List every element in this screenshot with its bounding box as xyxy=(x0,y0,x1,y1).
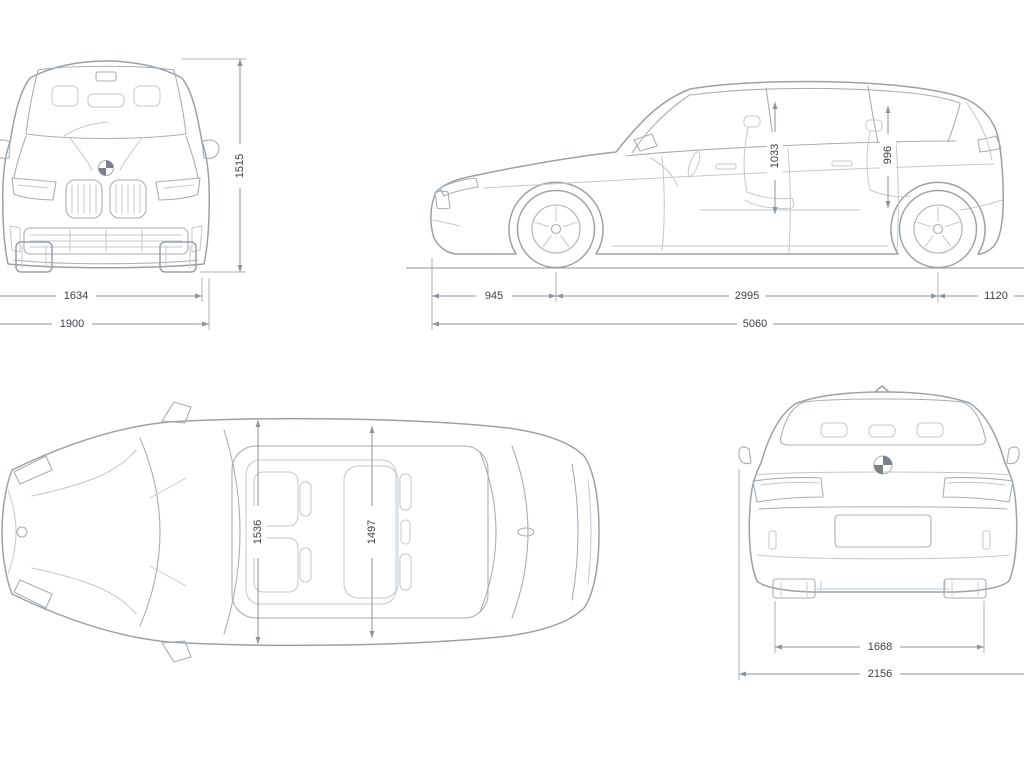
wheel-right xyxy=(159,241,197,273)
antenna-fin xyxy=(517,527,535,537)
headlight-bottom xyxy=(13,579,53,609)
mirror-bottom xyxy=(161,640,192,663)
side-car-body xyxy=(430,80,1004,269)
rear-window-edge xyxy=(479,451,497,613)
wiper xyxy=(63,121,109,137)
wheelbase-label: 2995 xyxy=(735,290,759,302)
rear-wheel xyxy=(898,189,978,269)
rear-interior-width-label: 1497 xyxy=(366,520,378,544)
rear-bench xyxy=(87,93,125,108)
door-handle xyxy=(715,163,737,170)
mirror-left xyxy=(738,446,752,465)
front-height-label: 1515 xyxy=(234,154,246,178)
front-width-label: 1900 xyxy=(60,318,84,330)
front-door-cut xyxy=(661,155,665,251)
reflector xyxy=(982,530,991,550)
side-mirror xyxy=(633,133,658,152)
character-line xyxy=(483,163,995,189)
spoiler-edge xyxy=(571,463,579,601)
license-plate-recess xyxy=(834,514,932,548)
bmw-roundel-icon xyxy=(97,159,115,177)
windshield-rear-edge xyxy=(223,429,241,635)
kidney-grille xyxy=(65,179,147,219)
beltline xyxy=(625,140,957,157)
lower-air-intake xyxy=(23,227,189,255)
rear-overhang-label: 1120 xyxy=(984,290,1008,302)
rear-dimensions: 1668 2156 xyxy=(738,469,1024,681)
d-pillar xyxy=(947,103,961,143)
mirror-left xyxy=(0,139,11,160)
wheel-right xyxy=(943,578,987,599)
antenna-fin xyxy=(874,385,890,393)
front-track-label: 1634 xyxy=(64,290,88,302)
length-label: 5060 xyxy=(743,318,767,330)
front-wheel xyxy=(516,189,596,269)
rear-window xyxy=(779,398,987,446)
reflector xyxy=(768,530,777,550)
c-pillar xyxy=(867,85,879,144)
taillight-right xyxy=(942,477,1014,503)
mirror-right xyxy=(1006,446,1020,465)
rearview-mirror xyxy=(95,71,117,82)
headrest xyxy=(51,85,79,107)
bmw-roundel-icon xyxy=(873,455,893,475)
door-handle xyxy=(831,160,853,167)
wheel-left xyxy=(15,241,53,273)
taillight xyxy=(977,135,1002,153)
front-view: 1515 1634 1900 xyxy=(0,28,260,368)
headrest xyxy=(133,85,161,107)
rear-headroom-label: 996 xyxy=(882,146,894,164)
front-overhang-label: 945 xyxy=(485,290,503,302)
grille xyxy=(434,190,451,210)
front-headroom-label: 1033 xyxy=(769,144,781,168)
front-interior-width-label: 1536 xyxy=(252,520,264,544)
side-dimensions: 1033 996 945 2995 1120 5060 xyxy=(431,102,1024,331)
sunroof xyxy=(245,459,397,605)
top-car-body xyxy=(1,401,600,663)
headlight-right xyxy=(155,177,201,201)
rear-width-mirrors-label: 2156 xyxy=(868,668,892,680)
mirror-right xyxy=(201,139,220,160)
windshield xyxy=(25,65,187,140)
headlight-left xyxy=(11,177,57,201)
rear-car-body xyxy=(738,385,1020,599)
rear-view: 1668 2156 xyxy=(735,385,1024,695)
seats-top-view xyxy=(253,465,412,599)
top-view: 1536 1497 xyxy=(0,380,624,685)
front-car-body xyxy=(0,60,220,273)
headlight-top xyxy=(13,455,53,485)
interior-seats xyxy=(649,115,911,211)
wheel-left xyxy=(772,578,816,599)
roof-panel xyxy=(231,445,489,619)
taillight-left xyxy=(752,477,824,503)
bmw-roundel-icon xyxy=(16,526,28,538)
windshield-front-edge xyxy=(139,437,161,627)
top-dimensions: 1536 1497 xyxy=(250,420,380,644)
rear-track-label: 1668 xyxy=(868,641,892,653)
headlight xyxy=(439,177,479,197)
mirror-top xyxy=(161,401,192,424)
side-view: 1033 996 945 2995 1120 5060 xyxy=(400,40,1024,340)
rear-door-cut xyxy=(787,147,791,253)
front-dimensions: 1515 1634 1900 xyxy=(0,58,247,331)
